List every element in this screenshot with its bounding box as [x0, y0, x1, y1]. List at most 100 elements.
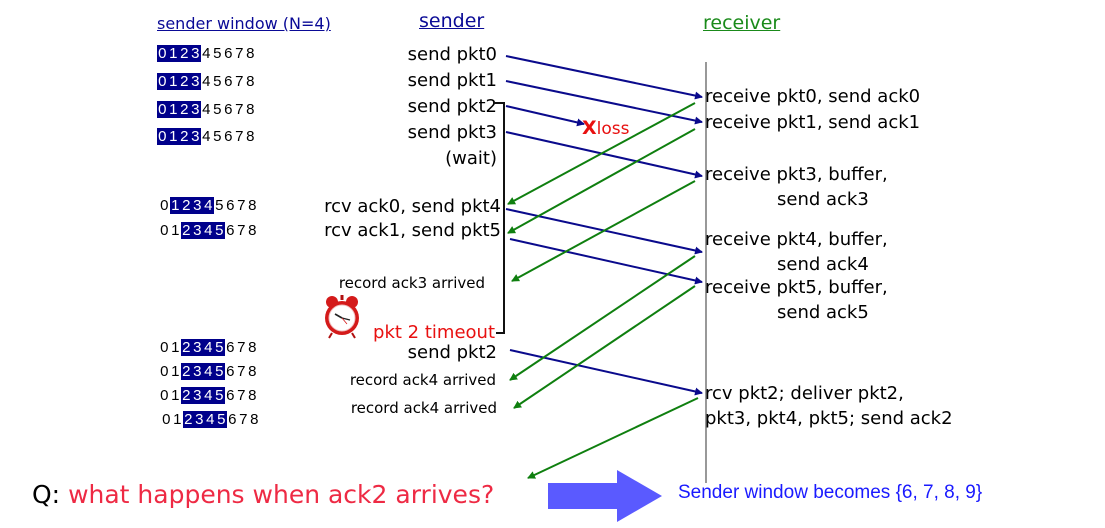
packet-arrow-pkt1 — [505, 80, 703, 125]
sequence-number-in-window: 1 — [168, 73, 179, 90]
sequence-number: 5 — [213, 73, 222, 90]
sender-event-record-ack3: record ack3 arrived — [338, 274, 485, 292]
packet-arrow-pkt2-lost — [505, 105, 585, 127]
ack-arrow-ack1 — [507, 128, 696, 234]
sequence-number: 8 — [246, 128, 255, 145]
sequence-number: 6 — [226, 339, 235, 356]
sequence-number-in-window: 3 — [194, 411, 205, 428]
sequence-number: 5 — [215, 197, 224, 214]
sequence-number-in-window: 3 — [190, 128, 201, 145]
answer-text: Sender window becomes {6, 7, 8, 9} — [678, 482, 983, 503]
sequence-number: 1 — [171, 222, 180, 239]
sequence-number-in-window: 2 — [179, 101, 190, 118]
sequence-number: 7 — [235, 128, 244, 145]
sequence-number-in-window: 0 — [157, 101, 168, 118]
timeout-label: pkt 2 timeout — [373, 322, 495, 343]
sequence-number: 1 — [171, 387, 180, 404]
sequence-number-in-window: 3 — [192, 339, 203, 356]
sequence-number: 7 — [237, 197, 246, 214]
sequence-number: 8 — [248, 339, 257, 356]
sender-header: sender — [419, 10, 485, 32]
ack-arrow-ack2 — [527, 397, 699, 479]
sequence-number: 8 — [246, 45, 255, 62]
sequence-number: 5 — [213, 45, 222, 62]
sequence-number-in-window: 3 — [192, 197, 203, 214]
sequence-number-in-window: 2 — [181, 197, 192, 214]
sequence-number: 5 — [213, 128, 222, 145]
ack-arrow-ack5 — [513, 285, 696, 409]
sequence-number: 8 — [250, 411, 259, 428]
sequence-number-in-window: 2 — [181, 339, 192, 356]
sequence-number: 6 — [228, 411, 237, 428]
loss-label: loss — [596, 119, 630, 139]
sequence-number: 0 — [160, 197, 169, 214]
sender-event-send-pkt3: send pkt3 — [407, 122, 497, 143]
packet-arrow-pkt5 — [509, 238, 703, 285]
sequence-number: 7 — [237, 363, 246, 380]
sequence-number: 0 — [160, 387, 169, 404]
receiver-event-pkt2-line1: rcv pkt2; deliver pkt2, — [705, 383, 904, 404]
sequence-number: 7 — [239, 411, 248, 428]
receiver-event-pkt3-line1: receive pkt3, buffer, — [705, 164, 888, 185]
receiver-event-pkt3-line2: send ack3 — [777, 189, 869, 210]
alarm-clock-icon — [325, 295, 359, 339]
sequence-number: 0 — [160, 222, 169, 239]
sequence-number-in-window: 3 — [190, 101, 201, 118]
sequence-number: 0 — [162, 411, 171, 428]
sequence-number-in-window: 2 — [181, 387, 192, 404]
ack-arrow-ack4 — [509, 255, 696, 381]
sequence-number-in-window: 1 — [168, 45, 179, 62]
sequence-number-in-window: 5 — [216, 411, 227, 428]
packet-arrow-pkt2-resend — [509, 349, 703, 396]
sequence-number: 6 — [226, 363, 235, 380]
sequence-number: 6 — [224, 128, 233, 145]
sequence-number-in-window: 4 — [203, 222, 214, 239]
receiver-event-pkt1: receive pkt1, send ack1 — [705, 112, 921, 133]
sequence-number: 6 — [224, 45, 233, 62]
sender-event-send-pkt0: send pkt0 — [407, 44, 497, 65]
sequence-number: 8 — [248, 222, 257, 239]
sequence-number-in-window: 1 — [170, 197, 181, 214]
sequence-number-in-window: 0 — [157, 45, 168, 62]
receiver-event-pkt4-line1: receive pkt4, buffer, — [705, 229, 888, 250]
sequence-number-in-window: 5 — [214, 339, 225, 356]
sequence-number: 4 — [202, 73, 211, 90]
receiver-event-pkt5-line2: send ack5 — [777, 302, 869, 323]
sequence-number: 8 — [246, 73, 255, 90]
sender-event-send-pkt1: send pkt1 — [407, 70, 497, 91]
sender-event-send-pkt2: send pkt2 — [407, 96, 497, 117]
sequence-number-in-window: 3 — [192, 387, 203, 404]
sequence-number-in-window: 1 — [168, 101, 179, 118]
sender-event-wait: (wait) — [445, 148, 497, 169]
sequence-number: 8 — [248, 387, 257, 404]
sequence-number-in-window: 3 — [190, 73, 201, 90]
packet-arrow-pkt4 — [505, 208, 703, 255]
sequence-number-in-window: 2 — [179, 45, 190, 62]
sequence-number-in-window: 2 — [183, 411, 194, 428]
sequence-number: 5 — [213, 101, 222, 118]
sequence-number-in-window: 4 — [203, 363, 214, 380]
sequence-number-in-window: 2 — [181, 363, 192, 380]
sequence-number: 6 — [224, 101, 233, 118]
sequence-number: 7 — [237, 339, 246, 356]
sequence-number-in-window: 5 — [214, 363, 225, 380]
sequence-number-in-window: 5 — [214, 387, 225, 404]
sequence-number-in-window: 2 — [179, 73, 190, 90]
sequence-number: 8 — [248, 363, 257, 380]
sender-event-rcv-ack1: rcv ack1, send pkt5 — [324, 220, 501, 241]
sequence-number: 7 — [235, 73, 244, 90]
sequence-number: 4 — [202, 128, 211, 145]
sequence-number-in-window: 2 — [179, 128, 190, 145]
sequence-number-in-window: 3 — [190, 45, 201, 62]
loss-x-icon: X — [582, 117, 597, 139]
loss-indicator: Xloss — [582, 117, 630, 139]
sequence-number: 4 — [202, 101, 211, 118]
question-text: what happens when ack2 arrives? — [68, 480, 495, 509]
